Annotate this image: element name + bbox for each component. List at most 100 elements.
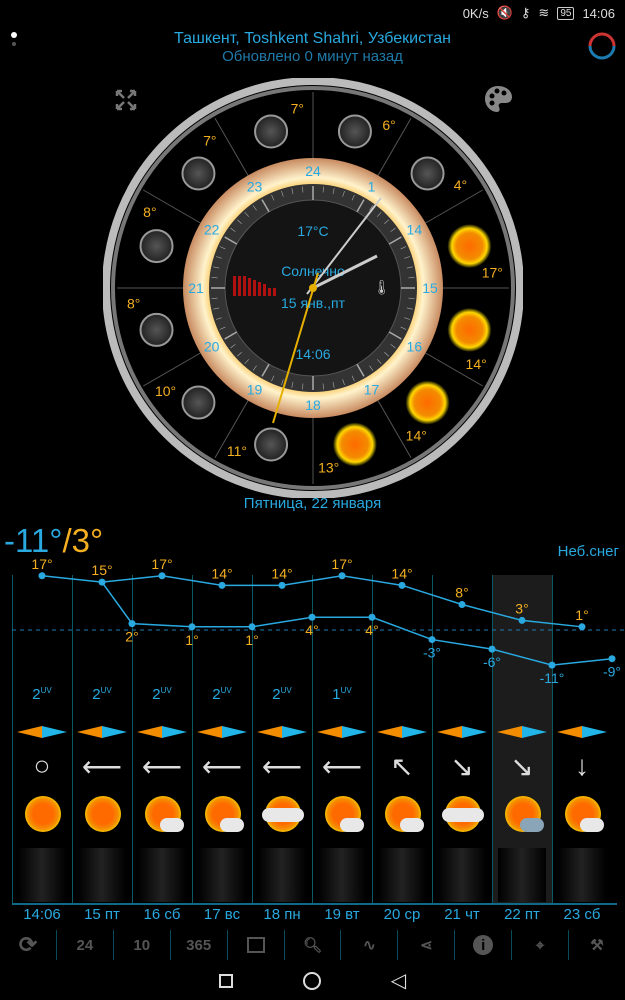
sun-icon [85, 796, 121, 832]
wind-direction-icon: ↘ [510, 751, 534, 782]
temperature-chart: 17°15°17°14°14°17°14°8°3°1°2°1°1°4°4°-3°… [12, 556, 625, 686]
low-temp-line [101, 581, 613, 666]
settings-button[interactable]: ⚒ [568, 930, 625, 960]
sector-0[interactable]: 6° [337, 114, 396, 149]
high-temp-point [398, 581, 406, 589]
day-column[interactable] [372, 575, 432, 905]
wind-direction-icon: ⟵ [321, 751, 363, 782]
day-tab[interactable]: 22 пт [504, 906, 540, 923]
high-temp-point [38, 572, 46, 580]
day-tabs[interactable]: 14:06 15 пт 16 сб 17 вс 18 пн 19 вт 20 ср 21 чт… [12, 906, 622, 923]
battery: 95 [557, 6, 575, 20]
sector-temp: 7° [291, 101, 304, 117]
hour-label: 18 [305, 397, 321, 413]
day-condition: Неб.снег [557, 543, 619, 560]
refresh-ring-icon[interactable] [586, 30, 618, 62]
day-tab[interactable]: 15 пт [84, 906, 120, 923]
page-indicator[interactable] [11, 32, 17, 50]
sector-temp: 10° [155, 383, 176, 399]
sun-icon [447, 224, 492, 269]
low-temp-point [548, 661, 556, 669]
wind-direction-icon: ↓ [575, 750, 589, 781]
day-tab[interactable]: 23 сб [563, 906, 601, 923]
hour-label: 21 [188, 280, 204, 296]
sector-1[interactable]: 4° [410, 156, 468, 193]
daily-10-button[interactable]: 10 [112, 930, 170, 960]
high-temp-label: 3° [515, 600, 528, 616]
location-button[interactable]: ⌖ [511, 930, 568, 960]
recents-button[interactable] [218, 974, 233, 988]
pulse-icon: ∿ [363, 937, 376, 954]
sector-temp: 8° [143, 204, 156, 220]
fullscreen-icon[interactable] [114, 88, 138, 112]
wind-direction-icon: ⟵ [141, 751, 183, 782]
high-temp-label: 14° [271, 565, 292, 581]
low-temp-point [368, 613, 376, 621]
pulse-button[interactable]: ∿ [340, 930, 397, 960]
cloud-icon [340, 818, 364, 832]
sector-6[interactable]: 11° [227, 427, 289, 462]
location-title[interactable]: Ташкент, Toshkent Shahri, Узбекистан [174, 30, 451, 47]
day-column[interactable] [192, 575, 252, 905]
palette-icon[interactable] [483, 84, 513, 114]
sector-temp: 4° [454, 177, 467, 193]
day-tab[interactable]: 19 вт [324, 906, 360, 923]
day-column[interactable] [552, 575, 612, 905]
weather-clock[interactable]: 6°4°17°14°14°13°11°10°8°8°7°7° 241141516… [103, 78, 523, 498]
high-temp-label: 17° [31, 556, 52, 572]
map-button[interactable] [226, 930, 284, 960]
day-column[interactable] [312, 575, 372, 905]
low-temp-label: -11° [540, 670, 565, 686]
search-button[interactable]: 🔍︎ [283, 930, 341, 960]
hourly-24-button[interactable]: 24 [55, 930, 113, 960]
day-column[interactable] [72, 575, 132, 905]
sector-temp: 11° [227, 443, 247, 459]
low-temp-label: 4° [365, 622, 378, 638]
sector-7[interactable]: 10° [155, 383, 216, 420]
yearly-365-button[interactable]: 365 [169, 930, 227, 960]
sector-11[interactable]: 7° [254, 101, 304, 149]
day-tab[interactable]: 20 ср [383, 906, 421, 923]
high-temp-point [338, 572, 346, 580]
sector-divider [214, 118, 249, 176]
refresh-button[interactable]: ⟳ [0, 930, 56, 960]
sector-9[interactable]: 8° [139, 204, 174, 264]
target-icon: ⌖ [535, 936, 545, 954]
high-temp-point [578, 623, 586, 631]
sector-3[interactable]: 14° [447, 307, 492, 372]
high-temp-point [518, 616, 526, 624]
day-column[interactable] [252, 575, 312, 905]
info-button[interactable]: i [454, 930, 511, 960]
sector-4[interactable]: 14° [405, 380, 450, 444]
mute-icon: 🔇 [496, 5, 513, 20]
hour-label: 16 [407, 339, 423, 355]
day-column[interactable] [12, 575, 72, 905]
sector-10[interactable]: 7° [181, 133, 216, 191]
day-tab[interactable]: 18 пн [263, 906, 301, 923]
sun-icon [405, 380, 450, 425]
search-icon: 🔍︎ [302, 937, 322, 954]
back-button[interactable]: ◁ [390, 970, 407, 992]
day-tab[interactable]: 14:06 [23, 906, 61, 923]
day-column[interactable] [132, 575, 192, 905]
cloud-icon [442, 808, 484, 822]
day-tab[interactable]: 17 вс [203, 906, 241, 923]
sector-2[interactable]: 17° [447, 224, 503, 280]
high-temp-label: 17° [331, 556, 352, 572]
low-temp-label: -3° [423, 645, 441, 661]
cloud-icon [580, 818, 604, 832]
pressure-icon [257, 726, 307, 738]
cloud-icon [160, 818, 184, 832]
low-temp-label: 2° [125, 629, 138, 645]
day-column[interactable] [432, 575, 492, 905]
low-temp-point [488, 645, 496, 653]
clock-date: 15 янв.,пт [281, 295, 346, 311]
sector-5[interactable]: 13° [318, 422, 377, 475]
sector-8[interactable]: 8° [127, 296, 174, 347]
day-tab[interactable]: 16 сб [143, 906, 181, 923]
share-button[interactable]: ⋖ [397, 930, 454, 960]
day-tab[interactable]: 21 чт [444, 906, 480, 923]
home-button[interactable] [302, 972, 321, 990]
temperature-bars [233, 276, 276, 296]
sector-divider [143, 189, 201, 224]
